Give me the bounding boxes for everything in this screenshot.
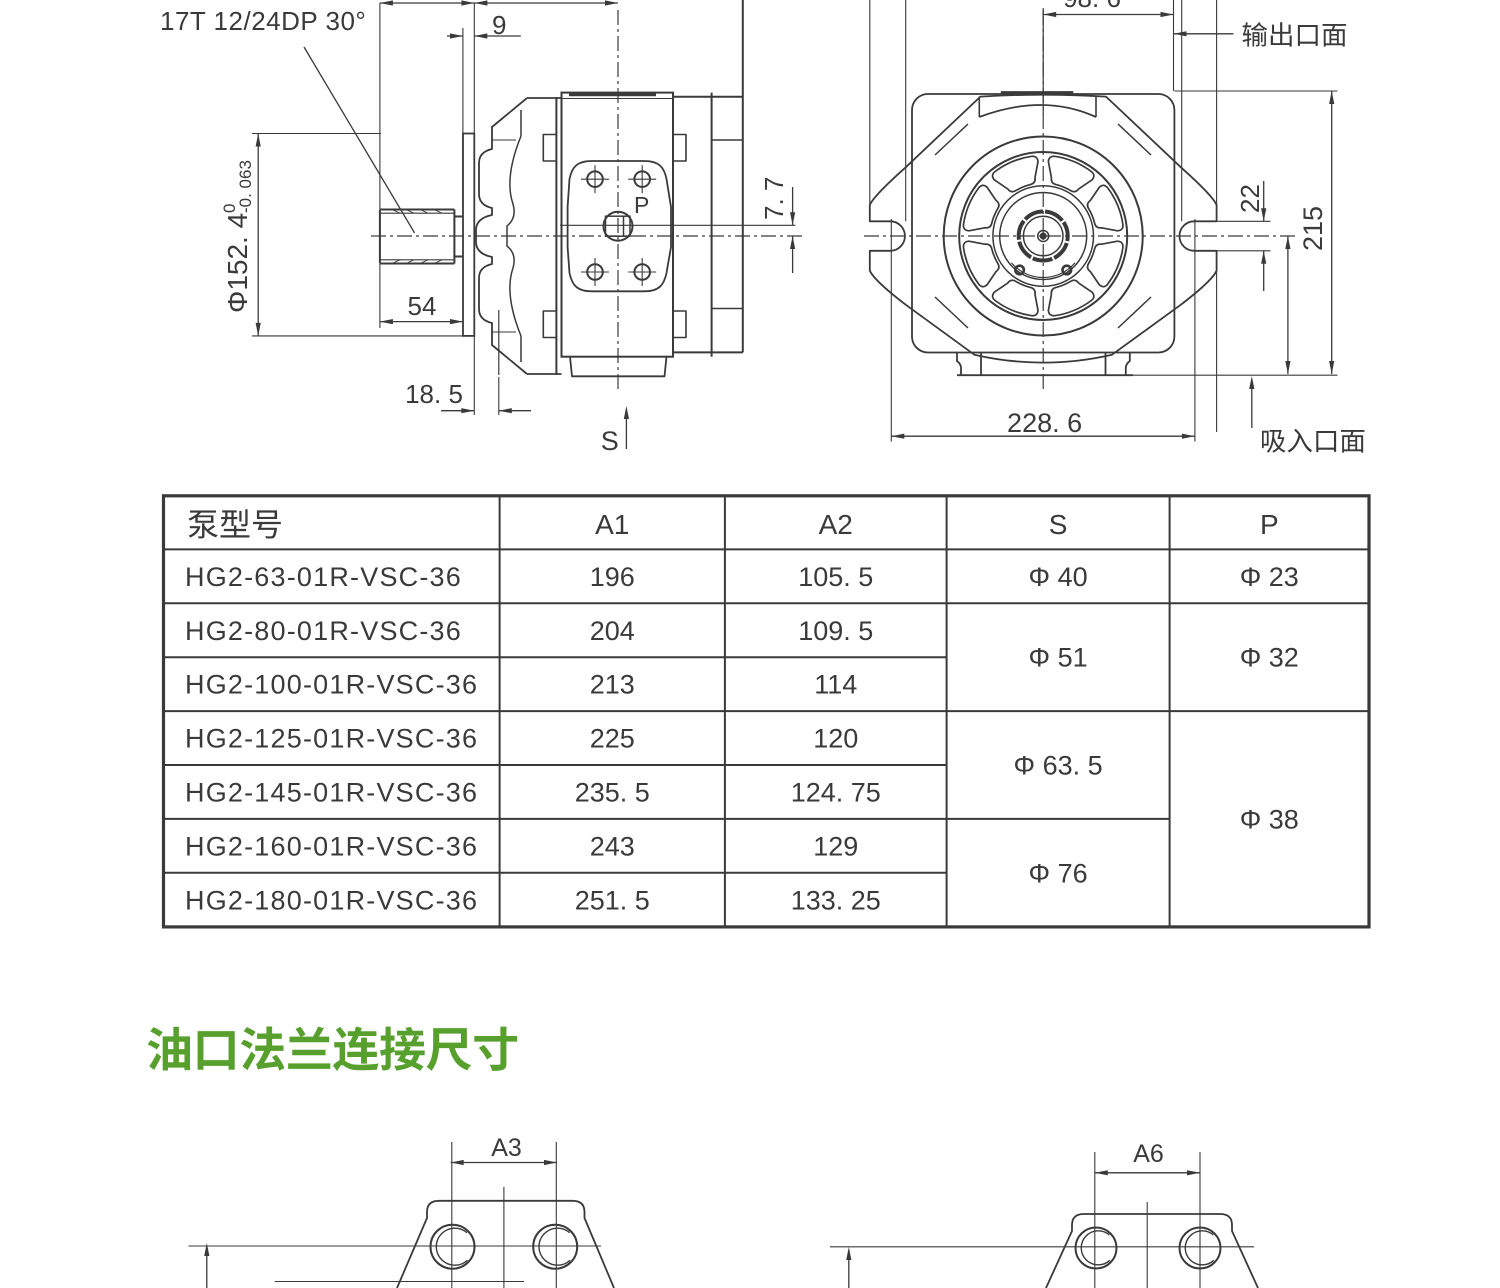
svg-text:109. 5: 109. 5: [798, 616, 873, 646]
svg-text:-0. 063: -0. 063: [236, 160, 255, 213]
svg-text:225: 225: [590, 724, 635, 754]
svg-text:251. 5: 251. 5: [575, 885, 650, 915]
svg-text:HG2-145-01R-VSC-36: HG2-145-01R-VSC-36: [185, 777, 478, 807]
svg-text:213: 213: [590, 670, 635, 700]
svg-text:HG2-125-01R-VSC-36: HG2-125-01R-VSC-36: [185, 724, 478, 754]
svg-text:P: P: [634, 192, 649, 218]
svg-text:HG2-160-01R-VSC-36: HG2-160-01R-VSC-36: [185, 831, 478, 861]
svg-text:Φ 23: Φ 23: [1240, 562, 1299, 592]
svg-text:Φ 63. 5: Φ 63. 5: [1014, 751, 1103, 781]
svg-text:S: S: [601, 426, 619, 456]
svg-text:7. 7: 7. 7: [759, 177, 789, 220]
svg-text:Φ 51: Φ 51: [1029, 643, 1088, 673]
svg-text:Φ 76: Φ 76: [1029, 858, 1088, 888]
svg-text:9: 9: [492, 10, 506, 40]
svg-text:129: 129: [813, 831, 858, 861]
svg-text:S: S: [1049, 509, 1068, 540]
svg-text:A1: A1: [595, 509, 629, 540]
svg-text:Φ 40: Φ 40: [1029, 562, 1088, 592]
svg-text:Φ 32: Φ 32: [1240, 643, 1299, 673]
svg-text:22: 22: [1235, 184, 1265, 213]
svg-text:215: 215: [1298, 206, 1328, 251]
svg-text:Φ152. 4: Φ152. 4: [222, 213, 253, 313]
svg-text:0: 0: [220, 204, 239, 213]
svg-text:98. 6: 98. 6: [1063, 0, 1121, 13]
svg-text:P: P: [1260, 509, 1279, 540]
svg-text:18. 5: 18. 5: [405, 379, 463, 409]
svg-text:105. 5: 105. 5: [798, 562, 873, 592]
svg-text:17T 12/24DP 30°: 17T 12/24DP 30°: [160, 6, 366, 36]
svg-text:HG2-100-01R-VSC-36: HG2-100-01R-VSC-36: [185, 670, 478, 700]
svg-text:A6: A6: [1133, 1140, 1164, 1168]
svg-text:Φ 38: Φ 38: [1240, 805, 1299, 835]
svg-text:243: 243: [590, 831, 635, 861]
svg-text:228. 6: 228. 6: [1007, 408, 1082, 438]
svg-text:120: 120: [813, 724, 858, 754]
svg-text:HG2-63-01R-VSC-36: HG2-63-01R-VSC-36: [185, 562, 462, 592]
svg-text:133. 25: 133. 25: [791, 885, 881, 915]
svg-text:A2: A2: [819, 509, 853, 540]
svg-text:204: 204: [590, 616, 635, 646]
svg-text:196: 196: [590, 562, 635, 592]
svg-text:235. 5: 235. 5: [575, 777, 650, 807]
svg-text:A3: A3: [491, 1134, 522, 1162]
svg-text:HG2-180-01R-VSC-36: HG2-180-01R-VSC-36: [185, 885, 478, 915]
svg-text:54: 54: [408, 291, 437, 321]
svg-text:124. 75: 124. 75: [791, 777, 881, 807]
svg-text:HG2-80-01R-VSC-36: HG2-80-01R-VSC-36: [185, 616, 462, 646]
svg-text:114: 114: [814, 670, 857, 700]
